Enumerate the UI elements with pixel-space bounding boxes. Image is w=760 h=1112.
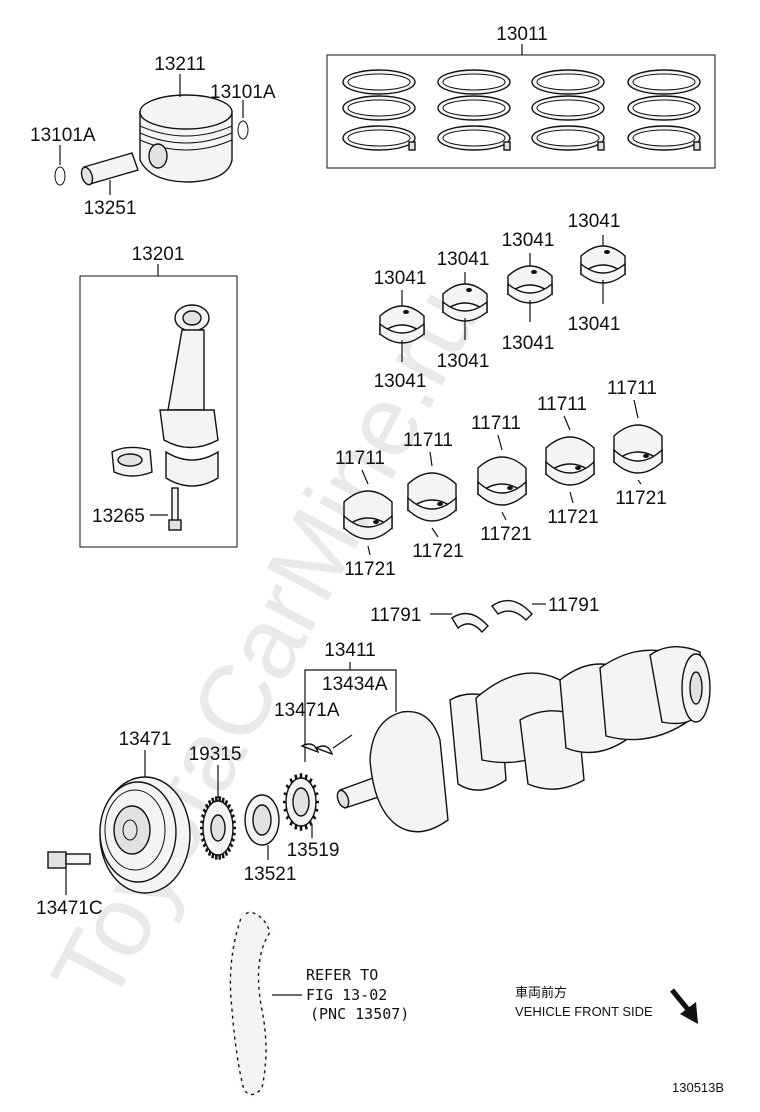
label-13251: 13251 <box>84 198 137 219</box>
label-13041: 13041 <box>437 351 490 372</box>
label-13101a-right: 13101A <box>210 82 276 103</box>
snap-ring-right <box>237 120 249 140</box>
label-13041: 13041 <box>502 230 555 251</box>
label-19315: 19315 <box>189 744 242 765</box>
ring-set <box>342 69 416 151</box>
label-13041: 13041 <box>502 333 555 354</box>
label-13471a: 13471A <box>274 700 340 721</box>
label-13521: 13521 <box>244 864 297 885</box>
label-11721: 11721 <box>344 559 395 580</box>
main-bearing <box>545 436 595 486</box>
main-bearing <box>407 472 457 522</box>
crankshaft-key <box>300 743 334 756</box>
label-11711: 11711 <box>403 430 453 451</box>
conrod-bearing <box>580 245 626 284</box>
piston <box>139 94 233 183</box>
label-11791-right: 11791 <box>548 595 599 616</box>
label-13211: 13211 <box>154 54 205 75</box>
conrod-bearing <box>442 283 488 322</box>
front-arrow-icon <box>670 988 698 1024</box>
label-13101a-left: 13101A <box>30 125 96 146</box>
label-13011: 13011 <box>496 24 547 45</box>
label-11711: 11711 <box>335 448 385 469</box>
main-bearing <box>477 456 527 506</box>
crank-sprocket <box>283 773 319 831</box>
label-13471c: 13471C <box>36 898 103 919</box>
thrust-washer-left <box>451 612 489 634</box>
label-13041: 13041 <box>374 371 427 392</box>
piston-ring-set <box>326 44 716 169</box>
label-13041: 13041 <box>437 249 490 270</box>
ring-set <box>627 69 701 151</box>
conrod-bearing <box>507 265 553 304</box>
ring-set <box>437 69 511 151</box>
label-13411: 13411 <box>324 640 375 661</box>
label-11711: 11711 <box>607 378 657 399</box>
label-13041: 13041 <box>568 211 621 232</box>
crank-spacer <box>244 794 280 846</box>
front-en: VEHICLE FRONT SIDE <box>515 1004 653 1019</box>
label-13434a: 13434A <box>322 674 388 695</box>
crankshaft <box>336 646 711 833</box>
label-11711: 11711 <box>537 394 587 415</box>
thrust-washer-right <box>491 599 533 621</box>
label-11721: 11721 <box>615 488 666 509</box>
timing-rotor <box>199 796 237 860</box>
ring-set <box>531 69 605 151</box>
timing-chain <box>227 909 273 1097</box>
conrod-bolt <box>168 487 182 531</box>
label-13201: 13201 <box>132 244 185 265</box>
conrod-bearing <box>379 305 425 344</box>
refer-line-2: FIG 13-02 <box>306 986 387 1004</box>
main-bearing <box>613 424 663 474</box>
figure-id: 130513B <box>672 1080 724 1095</box>
snap-ring-left <box>54 166 66 186</box>
label-11721: 11721 <box>547 507 598 528</box>
label-11721: 11721 <box>480 524 531 545</box>
label-13041: 13041 <box>374 268 427 289</box>
label-11791-left: 11791 <box>370 605 421 626</box>
piston-pin <box>80 152 139 186</box>
label-13041: 13041 <box>568 314 621 335</box>
label-13265: 13265 <box>92 506 145 527</box>
label-11711: 11711 <box>471 413 521 434</box>
front-jp: 車両前方 <box>515 985 567 1000</box>
refer-line-3: (PNC 13507) <box>310 1005 409 1023</box>
label-11721: 11721 <box>412 541 463 562</box>
connecting-rod <box>111 304 219 487</box>
label-13519: 13519 <box>287 840 340 861</box>
pulley-bolt <box>47 851 91 869</box>
refer-line-1: REFER TO <box>306 966 378 984</box>
label-13471: 13471 <box>119 729 172 750</box>
crankshaft-pulley <box>99 776 191 894</box>
main-bearing <box>343 490 393 540</box>
